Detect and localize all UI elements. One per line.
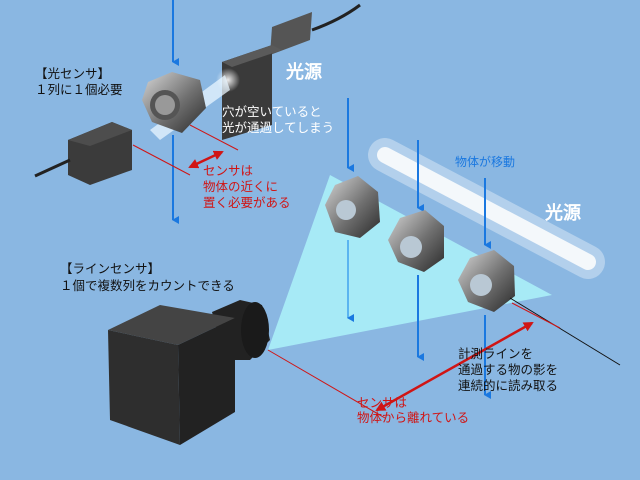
line-sensor-section: 物体が移動 光源 【ラインセンサ】 １個で複数列をカウントできる 計測ラインを … — [60, 98, 621, 445]
hole-note-line: 穴が空いていると — [222, 104, 322, 119]
measure-note-line: 連続的に読み取る — [458, 378, 558, 393]
distance-arrow — [188, 150, 224, 169]
emitter-cable — [311, 3, 361, 32]
measure-line-leader — [509, 297, 621, 366]
near-note-line: 置く必要がある — [203, 195, 291, 210]
measure-note-line: 通過する物の影を — [458, 362, 558, 377]
line-sensor-title: 【ラインセンサ】 — [60, 261, 160, 276]
photo-sensor-subtitle: １列に１個必要 — [35, 82, 123, 97]
light-source-emitter — [270, 12, 312, 55]
receiver-cable — [34, 158, 71, 178]
hole-note-line: 光が通過してしまう — [222, 120, 334, 135]
line-sensor-camera — [108, 300, 270, 445]
photo-sensor-title: 【光センサ】 — [35, 66, 110, 81]
light-source-label: 光源 — [544, 202, 581, 224]
movement-label: 物体が移動 — [455, 154, 515, 169]
measure-note-line: 計測ラインを — [458, 346, 533, 361]
photo-sensor-section: 【光センサ】 １列に１個必要 光源 穴が空いていると 光が通過してしまう センサ… — [34, 0, 361, 224]
near-note-line: 物体の近くに — [203, 179, 278, 194]
line-sensor-subtitle: １個で複数列をカウントできる — [60, 278, 235, 293]
near-note-line: センサは — [203, 163, 253, 178]
far-note-line: センサは — [357, 395, 407, 410]
light-source-label: 光源 — [285, 61, 322, 83]
far-note-line: 物体から離れている — [357, 410, 469, 425]
distance-arrow — [375, 321, 534, 412]
